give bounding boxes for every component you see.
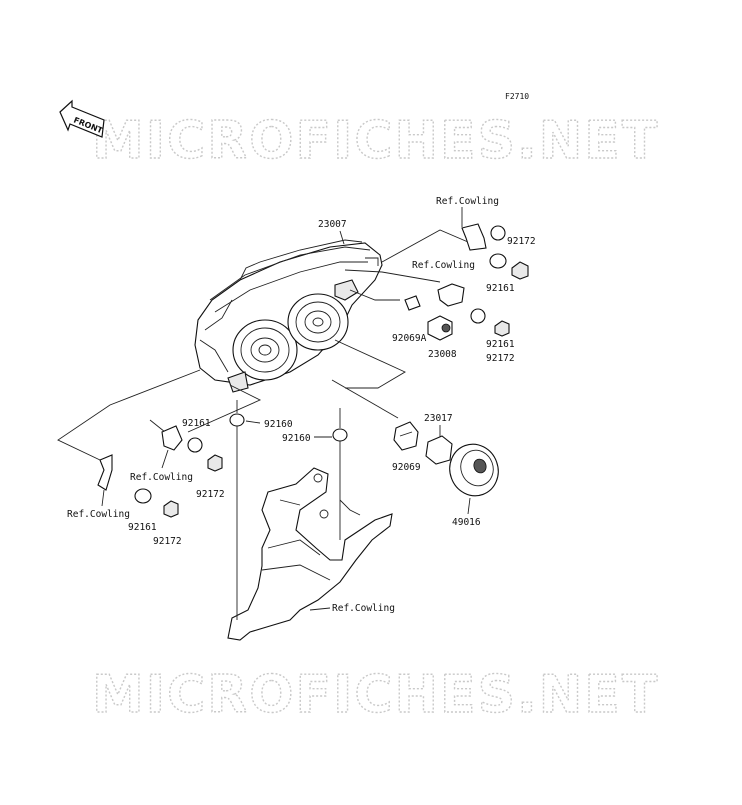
bulb-92069a <box>404 295 421 311</box>
label-92172-b: 92172 <box>486 353 515 364</box>
bracket-top <box>461 223 487 251</box>
label-ref-cowling-mid: Ref.Cowling <box>412 260 475 271</box>
label-ref-cowling-left: Ref.Cowling <box>130 472 193 483</box>
collar-92172-b <box>494 320 510 337</box>
label-92161-b: 92161 <box>486 339 515 350</box>
label-92160-a: 92160 <box>264 419 293 430</box>
label-92172-c: 92172 <box>196 489 225 500</box>
label-92160-b: 92160 <box>282 433 311 444</box>
figure-code: F2710 <box>505 92 529 101</box>
label-23008: 23008 <box>428 349 457 360</box>
label-92172-d: 92172 <box>153 536 182 547</box>
watermark-top: MICROFICHES.NET <box>92 111 659 171</box>
bracket-left <box>161 425 183 451</box>
grommet-92161-b <box>470 308 486 324</box>
label-92069a: 92069A <box>392 333 427 344</box>
label-ref-cowling-far-left: Ref.Cowling <box>67 509 130 520</box>
label-ref-cowling-bottom: Ref.Cowling <box>332 603 395 614</box>
grommet-92161-d <box>134 488 152 504</box>
headlight-assembly <box>194 239 383 393</box>
grommet-92161-a <box>490 225 506 241</box>
watermark-bottom: MICROFICHES.NET <box>92 665 659 725</box>
label-92161-c: 92161 <box>182 418 211 429</box>
grommet-92160-b <box>332 428 348 442</box>
label-92161-d: 92161 <box>128 522 157 533</box>
label-92161-a: 92161 <box>486 283 515 294</box>
bulb-92069 <box>393 421 419 451</box>
socket-23017 <box>425 435 453 465</box>
socket-23008 <box>427 315 453 341</box>
mounting-stay <box>227 467 393 641</box>
collar-92172-d <box>163 500 179 518</box>
label-92172-a: 92172 <box>507 236 536 247</box>
label-23007: 23007 <box>318 219 347 230</box>
label-49016: 49016 <box>452 517 481 528</box>
collar-92172-c <box>207 454 223 472</box>
collar-92172-a <box>511 261 529 280</box>
label-ref-cowling-top: Ref.Cowling <box>436 196 499 207</box>
grommet-92160-a <box>229 413 245 427</box>
bracket-mid <box>437 283 465 307</box>
grommet-92161-c <box>187 437 203 453</box>
label-23017: 23017 <box>424 413 453 424</box>
bracket-far-left <box>97 454 113 491</box>
cap-49016 <box>449 443 499 497</box>
front-arrow-icon: FRONT <box>59 99 105 138</box>
label-92069: 92069 <box>392 462 421 473</box>
